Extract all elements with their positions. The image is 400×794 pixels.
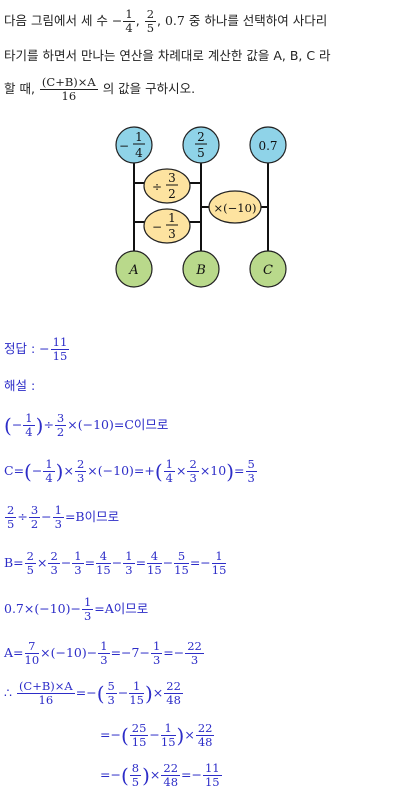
ladder-diagram: − 1 4 2 5 0.7 ÷ 3 2 − 1 3 ×(−10) A B C xyxy=(115,126,287,288)
op1-sign: ÷ xyxy=(152,180,162,194)
op3-label: ×(−10) xyxy=(214,201,257,215)
start-node-minus-quarter xyxy=(115,126,153,164)
end-node-b xyxy=(182,250,220,288)
end-label-c: C xyxy=(263,263,273,278)
end-node-c xyxy=(249,250,287,288)
op2-den: 3 xyxy=(168,227,176,241)
op1-num: 3 xyxy=(168,171,176,185)
op2-sign: − xyxy=(152,220,162,234)
op1-den: 2 xyxy=(168,187,176,201)
operation-times-minus-ten xyxy=(208,190,262,224)
start-node-two-fifths xyxy=(182,126,220,164)
top1-sign: − xyxy=(119,139,129,153)
top1-den: 4 xyxy=(135,146,143,160)
end-node-a xyxy=(115,250,153,288)
start-node-zero-point-seven xyxy=(249,126,287,164)
operation-minus-one-third xyxy=(143,208,191,244)
top1-num: 1 xyxy=(135,130,143,144)
top2-den: 5 xyxy=(197,146,205,160)
end-label-a: A xyxy=(128,263,138,278)
top2-num: 2 xyxy=(197,130,205,144)
explanation-label: 해설 : xyxy=(4,378,36,393)
end-label-b: B xyxy=(195,263,206,278)
operation-divide-three-halves xyxy=(143,168,191,204)
problem-line-2: 타기를 하면서 만나는 연산을 차례대로 계산한 값을 A, B, C 라 xyxy=(4,48,331,63)
op2-num: 1 xyxy=(168,211,176,225)
top3-value: 0.7 xyxy=(258,139,277,153)
